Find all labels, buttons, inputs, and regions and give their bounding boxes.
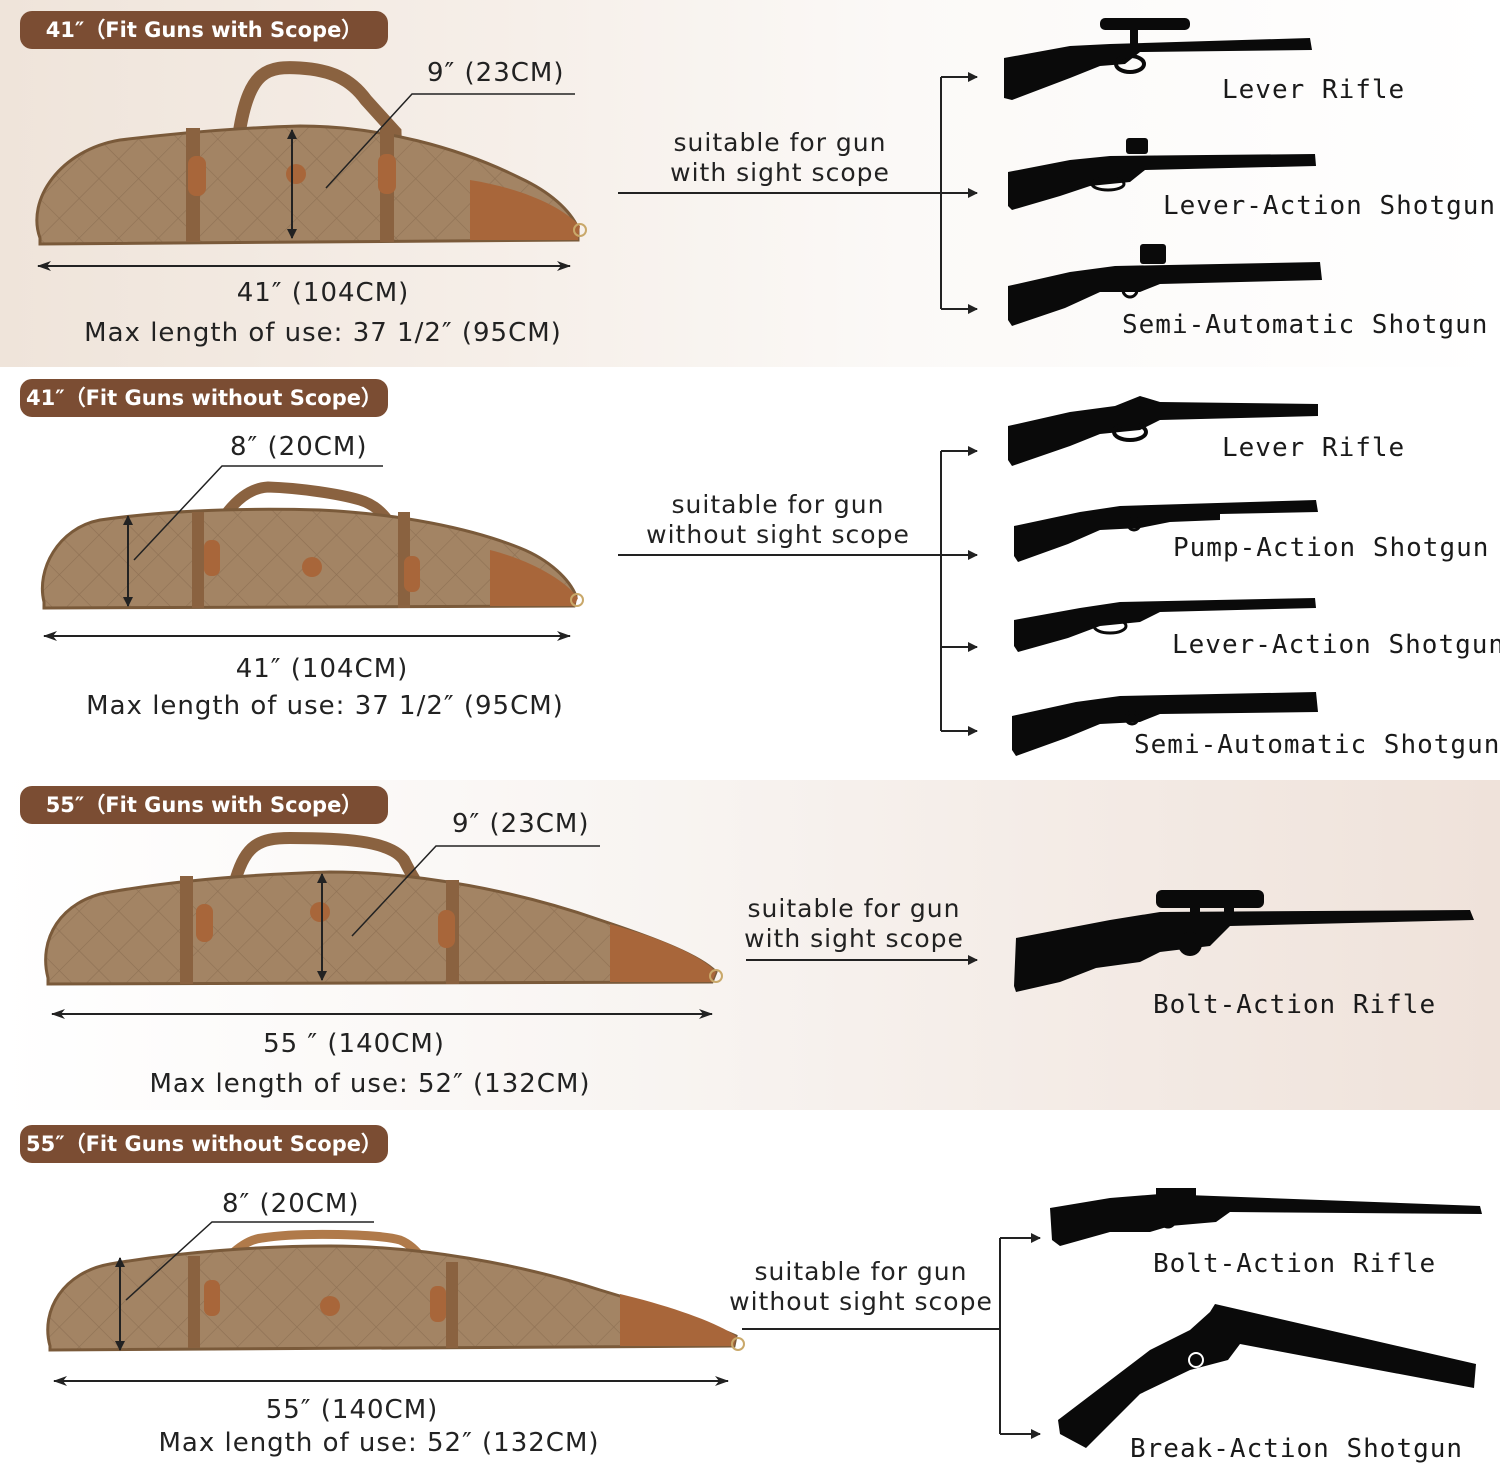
gun-case-55-no-scope [46,1229,745,1352]
gun-label: Bolt-Action Rifle [1153,1249,1437,1279]
lever-rifle-scoped-silhouette [1004,18,1312,100]
connector-arrows-4 [742,1233,1041,1439]
semi-automatic-shotgun-silhouette [1012,692,1318,756]
height-dimension-label: 8″ (20CM) [230,432,368,462]
length-dimension-label: 55″ (140CM) [265,1395,439,1425]
bolt-action-rifle-silhouette [1050,1188,1482,1246]
gun-label: Break-Action Shotgun [1130,1434,1464,1464]
suitability-caption: suitable for gun without sight scope [729,1257,993,1316]
max-length-label: Max length of use: 52″ (132CM) [149,1069,591,1099]
section-badge: 55″（Fit Guns with Scope） [20,786,388,824]
lever-action-shotgun-silhouette [1014,598,1316,652]
height-dimension-label: 9″ (23CM) [452,809,590,839]
gun-case-41-no-scope [40,481,584,610]
gun-label: Pump-Action Shotgun [1173,533,1490,563]
lever-action-shotgun-scoped-silhouette [1008,138,1316,210]
gun-case-55-scope [44,831,723,986]
connector-arrows-1 [618,72,978,314]
max-length-label: Max length of use: 37 1/2″ (95CM) [84,318,562,348]
gun-label: Bolt-Action Rifle [1153,990,1437,1020]
gun-label: Lever Rifle [1222,433,1406,463]
suitability-caption: suitable for gun with sight scope [744,894,964,953]
length-dimension-label: 41″ (104CM) [235,654,409,684]
gun-label: Semi-Automatic Shotgun [1134,730,1500,760]
semi-automatic-shotgun-scoped-silhouette [1008,244,1322,326]
section-badge: 41″（Fit Guns with Scope） [20,11,388,49]
max-length-label: Max length of use: 37 1/2″ (95CM) [86,691,564,721]
section-badge: 41″（Fit Guns without Scope） [20,379,388,417]
height-dimension-label: 8″ (20CM) [222,1189,360,1219]
lever-rifle-silhouette [1008,396,1318,466]
section-badge: 55″（Fit Guns without Scope） [20,1125,388,1163]
height-leader-line [325,93,575,189]
height-leader-line [133,465,383,561]
length-dimension-label: 55 ″ (140CM) [263,1029,445,1059]
max-length-label: Max length of use: 52″ (132CM) [158,1428,600,1458]
suitability-caption: suitable for gun without sight scope [646,490,910,549]
gun-label: Semi-Automatic Shotgun [1122,310,1489,340]
gun-label: Lever Rifle [1222,75,1406,105]
gun-label: Lever-Action Shotgun [1172,630,1500,660]
pump-action-shotgun-silhouette [1014,500,1318,562]
bolt-action-rifle-scoped-silhouette [1014,890,1474,992]
break-action-shotgun-silhouette [1058,1304,1476,1448]
gun-case-41-scope [35,61,587,246]
height-leader-line [351,845,600,937]
height-dimension-label: 9″ (23CM) [427,58,565,88]
gun-label: Lever-Action Shotgun [1163,191,1497,221]
length-dimension-label: 41″ (104CM) [236,278,410,308]
height-leader-line [125,1221,374,1301]
connector-arrows-2 [618,446,978,736]
suitability-caption: suitable for gun with sight scope [670,128,890,187]
